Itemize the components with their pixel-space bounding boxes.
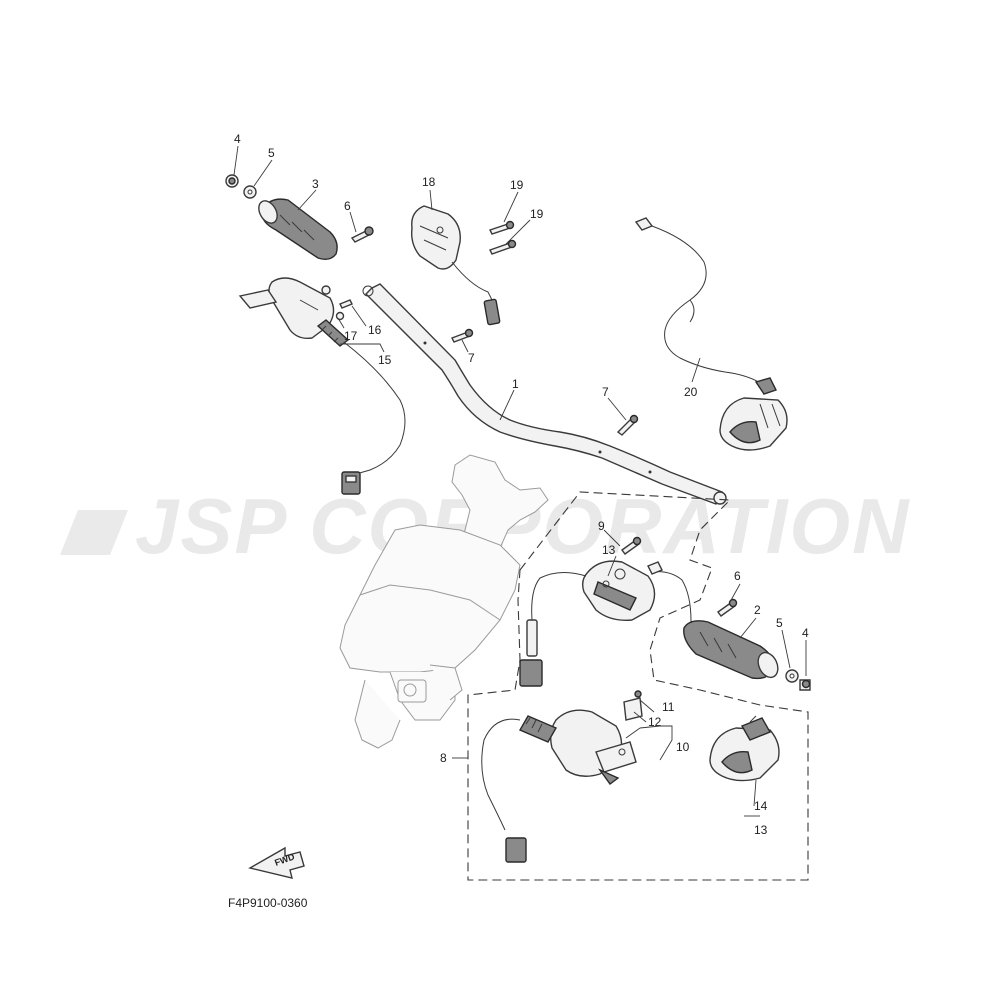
- left-end-cap: [225, 174, 257, 199]
- callout-1: 1: [512, 377, 519, 391]
- handlebar: [362, 283, 727, 505]
- callout-8: 8: [440, 751, 447, 765]
- lower-switch-assembly: [481, 690, 643, 863]
- lanyard-cord: [634, 217, 777, 395]
- callout-5-left: 5: [268, 146, 275, 160]
- screw-6-right: [717, 598, 738, 617]
- upper-switch-unit: [519, 560, 692, 687]
- callout-12: 12: [648, 715, 662, 729]
- throttle-housing: [410, 205, 501, 326]
- leader-lines: [233, 145, 807, 817]
- callout-7-mid: 7: [468, 351, 475, 365]
- callout-13-lower: 13: [754, 823, 768, 837]
- screws-19: [489, 220, 517, 255]
- assembly-8-boundary: [467, 491, 809, 881]
- left-switch-assembly: [238, 277, 406, 495]
- callout-9: 9: [598, 519, 605, 533]
- callout-19-upper: 19: [510, 178, 524, 192]
- callout-7-right: 7: [602, 385, 609, 399]
- callout-5-right: 5: [776, 616, 783, 630]
- callout-17: 17: [344, 329, 358, 343]
- screw-6-left: [350, 226, 374, 243]
- left-grip: [258, 198, 338, 261]
- lanyard-clip-upper: [719, 397, 788, 451]
- callouts: 4 5 3 6 18 19 19 16 17 15 7 1 7 20 9 13 …: [234, 132, 809, 837]
- screw-9: [621, 536, 642, 555]
- callout-10: 10: [676, 740, 690, 754]
- callout-4-left: 4: [234, 132, 241, 146]
- callout-19-lower: 19: [530, 207, 544, 221]
- right-grip: [683, 620, 779, 680]
- right-end-cap: [785, 669, 811, 691]
- callout-16: 16: [368, 323, 382, 337]
- callout-14: 14: [754, 799, 768, 813]
- callout-11: 11: [662, 700, 675, 714]
- diagram-code: F4P9100-0360: [228, 896, 308, 910]
- steering-base-ghost: [339, 454, 549, 749]
- callout-13-upper: 13: [602, 543, 616, 557]
- callout-4-right: 4: [802, 626, 809, 640]
- callout-6-left: 6: [344, 199, 351, 213]
- callout-6-right: 6: [734, 569, 741, 583]
- callout-18: 18: [422, 175, 436, 189]
- callout-3: 3: [312, 177, 319, 191]
- fwd-arrow: FWD: [248, 846, 305, 879]
- callout-2: 2: [754, 603, 761, 617]
- callout-20: 20: [684, 385, 698, 399]
- lanyard-clip-lower: [709, 715, 780, 782]
- screw-7-right: [616, 414, 639, 436]
- callout-15: 15: [378, 353, 392, 367]
- screw-7-mid: [451, 328, 474, 343]
